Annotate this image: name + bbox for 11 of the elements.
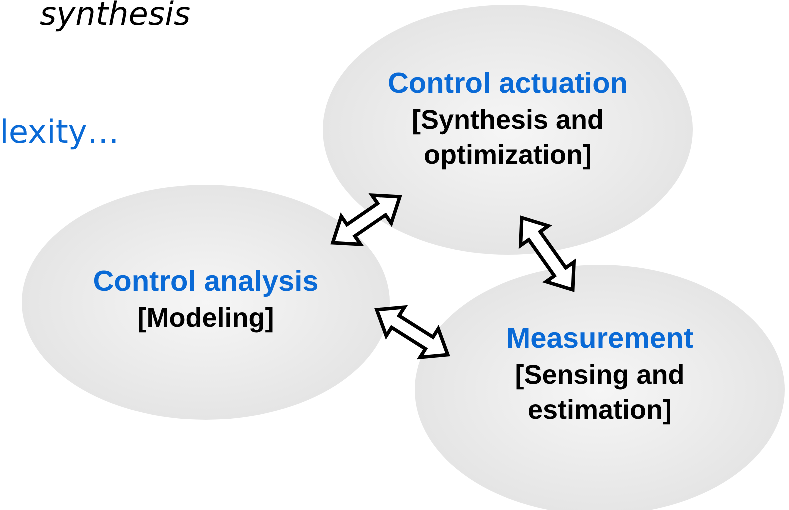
node-subtitle: [Synthesis and optimization] bbox=[410, 104, 606, 172]
node-title: Measurement bbox=[506, 322, 694, 357]
node-subtitle: [Sensing and estimation] bbox=[514, 359, 686, 427]
double-arrow bbox=[374, 305, 450, 360]
double-arrow bbox=[518, 216, 576, 292]
node-subtitle: [Modeling] bbox=[138, 302, 274, 335]
node-title: Control analysis bbox=[93, 265, 319, 300]
node-title: Control actuation bbox=[388, 67, 628, 102]
text-fragment: lexity… bbox=[0, 112, 120, 152]
heading-fragment: synthesis bbox=[40, 0, 191, 34]
double-arrow bbox=[330, 193, 402, 247]
